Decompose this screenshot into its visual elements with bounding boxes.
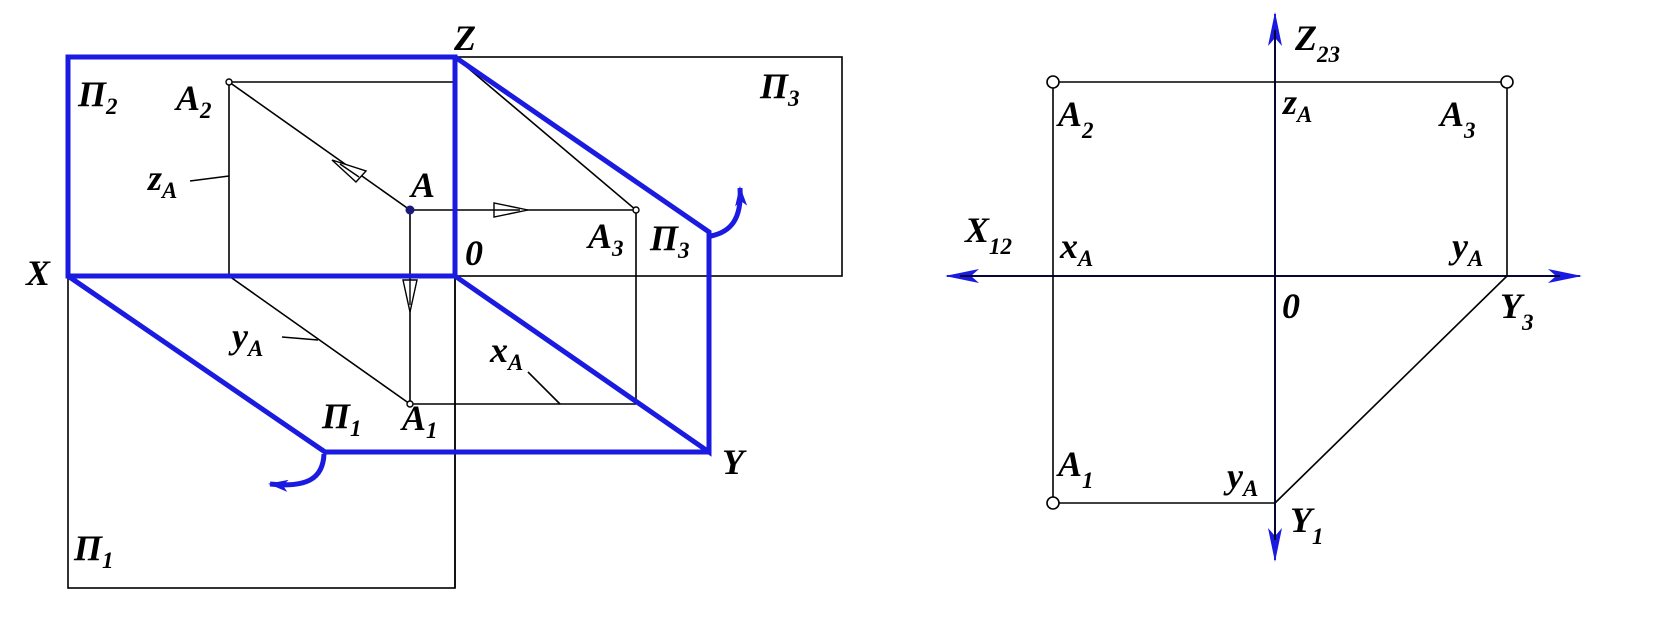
epure-point-a1 (1046, 496, 1060, 510)
axis-label-z23: Z23 (1294, 18, 1340, 67)
spatial-view: Z X Y 0 A A2 A3 A1 Π2 Π3 Π3 Π1 Π1 zA yA … (25, 18, 843, 589)
epure-point-a3 (1500, 75, 1514, 89)
point-label-a2: A2 (174, 78, 212, 123)
axis-label-z: Z (453, 18, 476, 58)
epure-point-a2 (1046, 75, 1060, 89)
axes (945, 12, 1582, 562)
plane-label-p3-outer: Π3 (759, 66, 800, 111)
plane-label-p2: Π2 (77, 74, 118, 119)
plane-p1-outline (67, 275, 456, 589)
axis-label-x: X (25, 253, 51, 293)
epure-label-a1: A1 (1056, 444, 1094, 493)
point-a1 (406, 400, 414, 408)
epure-projection-lines (1052, 81, 1508, 504)
axis-label-x12: X12 (964, 210, 1012, 259)
point-label-a1: A1 (400, 398, 438, 443)
epure-coord-ya-bottom: yA (1223, 456, 1258, 501)
epure-coord-za: zA (1281, 82, 1312, 127)
rotation-arrow-p1 (268, 453, 327, 492)
epure-label-a2: A2 (1056, 94, 1094, 143)
plane-label-p1-inner: Π1 (321, 396, 362, 441)
epure-view: Z23 X12 Y3 Y1 0 A2 A3 A1 zA xA yA yA (945, 12, 1582, 562)
plane-p2-edge (65, 54, 458, 279)
projection-lines (189, 56, 637, 588)
plane-label-p1-outer: Π1 (73, 528, 114, 573)
epure-origin-label: 0 (1282, 286, 1300, 326)
coord-label-za: zA (146, 158, 177, 203)
coord-label-xa: xA (489, 330, 523, 375)
epure-coord-xa: xA (1059, 226, 1093, 271)
plane-label-p3-inner: Π3 (649, 218, 690, 263)
axis-label-y1: Y1 (1290, 500, 1324, 549)
axis-label-y: Y (722, 442, 747, 482)
plane-edges (65, 54, 748, 492)
plane-p1-edge (66, 273, 709, 455)
point-label-a3: A3 (586, 216, 624, 261)
plane-p3-edge (453, 54, 712, 457)
axis-label-y3: Y3 (1500, 286, 1534, 335)
projection-arrows (331, 159, 529, 313)
epure-label-a3: A3 (1438, 94, 1476, 143)
coord-label-ya: yA (228, 316, 263, 361)
point-a3 (632, 206, 640, 214)
rotation-arrow-p3 (710, 186, 748, 239)
point-a (405, 205, 415, 215)
point-label-a: A (409, 165, 435, 205)
constant-line (1274, 275, 1508, 504)
origin-label: 0 (465, 233, 483, 273)
epure-coord-ya-right: yA (1448, 226, 1483, 271)
point-a2 (225, 78, 233, 86)
